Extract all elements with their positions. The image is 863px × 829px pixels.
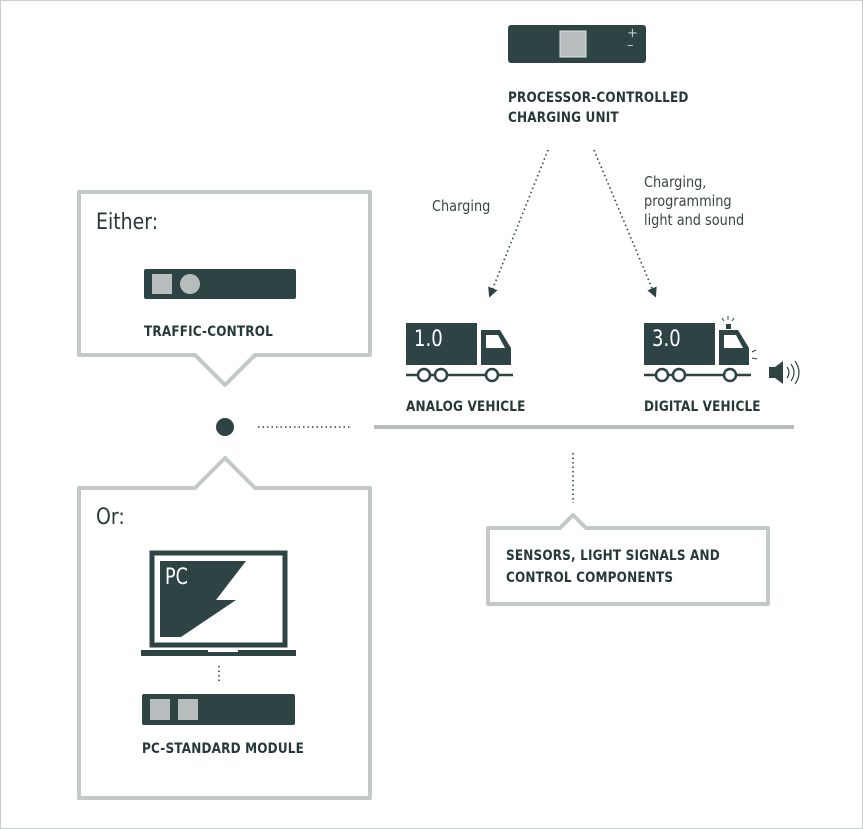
charging-unit-label-line1: PROCESSOR-CONTROLLED — [508, 90, 689, 106]
traffic-control-device — [144, 269, 296, 299]
edge-digital-label-line3: light and sound — [644, 211, 745, 229]
edge-charging-analog — [488, 149, 549, 298]
charging-unit-label: PROCESSOR-CONTROLLED CHARGING UNIT — [508, 88, 689, 128]
digital-truck-icon — [644, 316, 758, 383]
or-heading: Or: — [96, 505, 125, 530]
pc-lightning-icon — [160, 561, 246, 637]
sensors-callout-label: SENSORS, LIGHT SIGNALS AND CONTROL COMPO… — [506, 545, 720, 589]
digital-vehicle-label: DIGITAL VEHICLE — [644, 399, 761, 415]
either-heading: Either: — [96, 210, 159, 235]
edge-digital-label: Charging, programming light and sound — [644, 173, 744, 230]
edge-charging-digital — [593, 149, 657, 298]
pc-screen-text: PC — [165, 565, 188, 590]
pc-standard-module-label: PC-STANDARD MODULE — [142, 741, 305, 757]
edge-analog-label: Charging — [432, 197, 491, 215]
charging-plus-sign: + — [627, 26, 638, 41]
analog-vehicle-badge: 1.0 — [414, 327, 443, 352]
charging-unit-label-line2: CHARGING UNIT — [508, 110, 619, 126]
sensors-callout-box — [486, 513, 770, 606]
edge-digital-label-line1: Charging, — [644, 173, 707, 191]
edge-digital-label-line2: programming — [644, 192, 732, 210]
laptop-icon — [141, 550, 296, 656]
junction-node — [216, 418, 234, 436]
speaker-icon — [769, 360, 800, 385]
charging-minus-sign: – — [627, 38, 634, 53]
sensors-callout-line1: SENSORS, LIGHT SIGNALS AND — [506, 548, 720, 564]
charging-unit-device — [508, 25, 646, 63]
analog-truck-icon — [406, 323, 513, 383]
traffic-control-label: TRAFFIC-CONTROL — [144, 324, 273, 340]
digital-vehicle-badge: 3.0 — [652, 327, 681, 352]
analog-vehicle-label: ANALOG VEHICLE — [406, 399, 526, 415]
pc-standard-module-device — [142, 694, 295, 725]
sensors-callout-line2: CONTROL COMPONENTS — [506, 570, 674, 586]
